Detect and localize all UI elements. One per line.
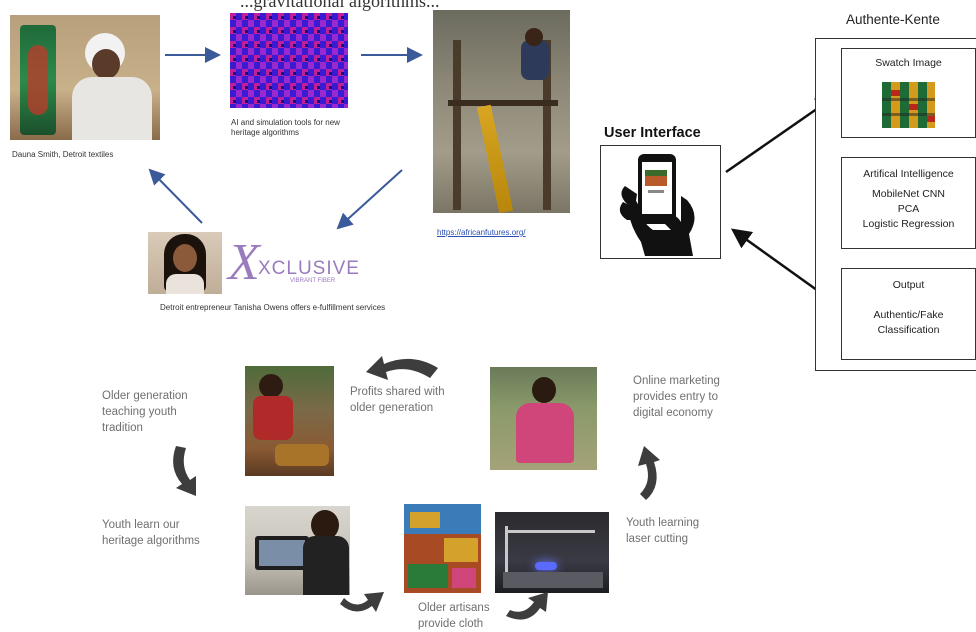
cycle-arrow-right-icon <box>638 446 660 500</box>
elder-caption: Dauna Smith, Detroit textiles <box>12 150 114 159</box>
logo-main-text: XCLUSIVE <box>258 258 360 279</box>
youth-learning-photo <box>245 506 350 595</box>
arrow-entrepreneur-to-elder <box>148 168 203 224</box>
output-title: Output <box>892 279 925 291</box>
ai-item-logreg: Logistic Regression <box>862 218 955 230</box>
older-artisans-text: Older artisans provide cloth <box>418 602 490 630</box>
ai-box: Artifical Intelligence MobileNet CNN PCA… <box>841 157 976 249</box>
output-text-1: Authentic/Fake <box>873 309 944 321</box>
ai-item-cnn: MobileNet CNN <box>872 188 945 200</box>
output-box: Output Authentic/Fake Classification <box>841 268 976 360</box>
loom-photo <box>433 10 570 213</box>
entrepreneur-caption: Detroit entrepreneur Tanisha Owens offer… <box>160 303 386 312</box>
online-marketing-text: Online marketing provides entry to digit… <box>633 375 720 419</box>
ai-weave-pattern <box>230 13 348 108</box>
swatch-box: Swatch Image <box>841 48 976 138</box>
profits-text: Profits shared with older generation <box>350 386 445 414</box>
online-marketing-photo <box>490 367 597 470</box>
elder-textile-photo <box>10 15 160 140</box>
cycle-arrow-top-icon <box>366 356 438 380</box>
ui-label: User Interface <box>604 125 701 141</box>
swatch-label: Swatch Image <box>875 57 942 69</box>
cycle-arrow-bottom-left-icon <box>340 592 384 612</box>
older-teaching-photo <box>245 366 334 476</box>
ai-caption: AI and simulation tools for new heritage… <box>231 118 340 137</box>
entrepreneur-photo <box>148 232 222 294</box>
cycle-arrow-bottom-right-icon <box>506 592 548 620</box>
ai-title: Artifical Intelligence <box>863 168 954 180</box>
loom-link[interactable]: https://africanfutures.org/ <box>437 228 526 237</box>
older-teaching-text: Older generation teaching youth traditio… <box>102 390 188 434</box>
cycle-arrow-left-icon <box>173 446 196 496</box>
ai-item-pca: PCA <box>897 203 920 215</box>
youth-learn-text: Youth learn our heritage algorithms <box>102 519 200 547</box>
top-cutoff-text: ...gravitational algorithms... <box>240 0 440 11</box>
cloth-photo <box>404 504 481 593</box>
phone-hand-icon <box>619 154 695 256</box>
logo-sub-text: VIBRANT FIBER <box>290 278 336 284</box>
arrow-loom-to-entrepreneur <box>336 169 403 230</box>
ui-box <box>600 145 721 259</box>
youth-laser-text: Youth learning laser cutting <box>626 517 700 545</box>
laser-cutting-photo <box>495 512 609 593</box>
output-text-2: Classification <box>877 324 940 336</box>
swatch-image <box>882 82 935 128</box>
xclusive-logo: X XCLUSIVE VIBRANT FIBER <box>228 234 360 291</box>
system-title: Authente-Kente <box>846 12 940 27</box>
